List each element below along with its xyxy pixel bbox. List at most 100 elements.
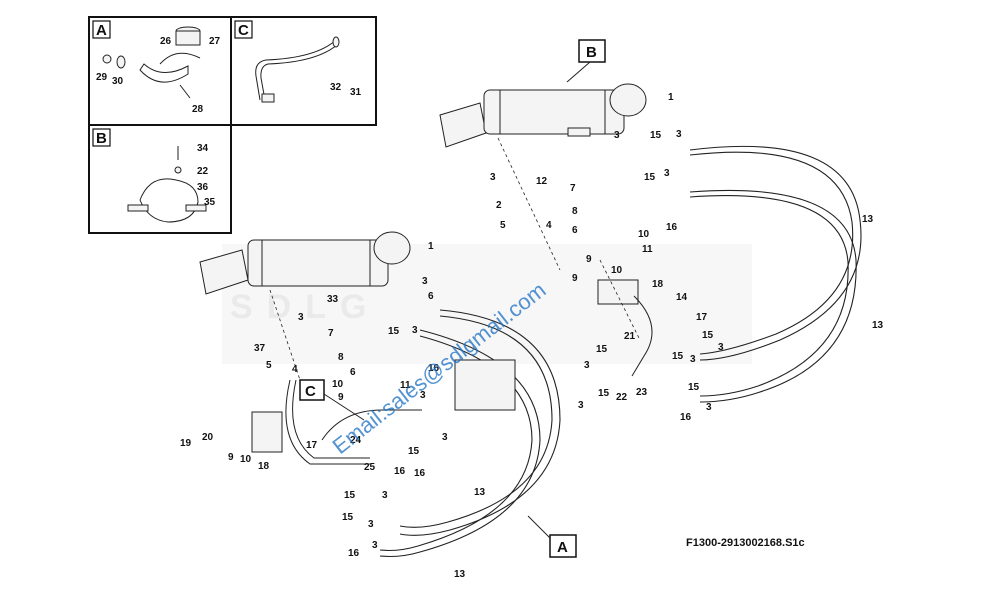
detail-panel-b: B 34 22 36 35 <box>88 124 232 234</box>
callout-a: A <box>557 539 568 556</box>
part-label-5: 5 <box>266 360 272 371</box>
part-label-3: 3 <box>706 402 712 413</box>
part-label-17: 17 <box>306 440 318 451</box>
part-label-13: 13 <box>454 569 466 580</box>
sdlg-watermark: SDLG <box>230 288 380 326</box>
part-label-3: 3 <box>368 519 374 530</box>
part-label-15: 15 <box>342 512 354 523</box>
drawing-code: F1300-2913002168.S1c <box>686 537 805 549</box>
panel-c-letter: C <box>238 22 249 39</box>
part-label-11: 11 <box>400 380 411 391</box>
part-label-10: 10 <box>638 229 650 240</box>
panel-a-label-26: 26 <box>160 36 172 47</box>
part-label-3: 3 <box>412 325 418 336</box>
upper-cylinder <box>439 83 647 148</box>
part-label-9: 9 <box>586 254 592 265</box>
part-label-16: 16 <box>414 468 426 479</box>
part-label-3: 3 <box>676 129 682 140</box>
part-label-10: 10 <box>611 265 623 276</box>
part-label-21: 21 <box>624 331 636 342</box>
panel-b-letter: B <box>96 130 107 147</box>
part-label-1: 1 <box>428 241 434 252</box>
part-label-1: 1 <box>668 92 674 103</box>
part-label-24: 24 <box>350 435 362 446</box>
part-label-15: 15 <box>644 172 656 183</box>
panel-c-label-32: 32 <box>330 82 342 93</box>
lower-cylinder <box>199 231 411 295</box>
part-label-3: 3 <box>664 168 670 179</box>
part-label-15: 15 <box>596 344 608 355</box>
part-label-15: 15 <box>388 326 400 337</box>
part-label-16: 16 <box>428 363 440 374</box>
part-label-3: 3 <box>442 432 448 443</box>
part-label-6: 6 <box>350 367 356 378</box>
part-label-13: 13 <box>872 320 884 331</box>
part-label-18: 18 <box>652 279 664 290</box>
panel-a-label-30: 30 <box>112 76 124 87</box>
part-label-23: 23 <box>636 387 648 398</box>
part-label-16: 16 <box>680 412 692 423</box>
lower-piping <box>251 279 653 465</box>
part-label-16: 16 <box>348 548 360 559</box>
part-label-3: 3 <box>420 390 426 401</box>
part-label-3: 3 <box>614 130 620 141</box>
part-label-9: 9 <box>572 273 578 284</box>
detail-panel-a: A 26 27 29 30 28 <box>88 16 232 126</box>
part-label-6: 6 <box>572 225 578 236</box>
part-label-15: 15 <box>344 490 356 501</box>
part-label-3: 3 <box>490 172 496 183</box>
part-label-16: 16 <box>394 466 406 477</box>
part-label-7: 7 <box>328 328 334 339</box>
part-label-8: 8 <box>338 352 344 363</box>
part-label-2: 2 <box>496 200 502 211</box>
part-label-9: 9 <box>338 392 344 403</box>
part-label-20: 20 <box>202 432 214 443</box>
part-label-3: 3 <box>372 540 378 551</box>
callout-b: B <box>586 44 597 61</box>
panel-a-label-27: 27 <box>209 36 221 47</box>
detail-panel-c: C 32 31 <box>230 16 377 126</box>
part-label-17: 17 <box>696 312 708 323</box>
part-label-16: 16 <box>666 222 678 233</box>
part-label-15: 15 <box>650 130 662 141</box>
panel-b-label-22: 22 <box>197 166 209 177</box>
part-label-15: 15 <box>598 388 610 399</box>
panel-a-label-29: 29 <box>96 72 108 83</box>
panel-b-label-36: 36 <box>197 182 209 193</box>
part-label-15: 15 <box>408 446 420 457</box>
part-label-10: 10 <box>332 379 344 390</box>
part-label-3: 3 <box>690 354 696 365</box>
part-label-15: 15 <box>672 351 684 362</box>
part-label-14: 14 <box>676 292 688 303</box>
part-label-15: 15 <box>688 382 700 393</box>
part-label-6: 6 <box>428 291 434 302</box>
part-label-12: 12 <box>536 176 548 187</box>
panel-b-label-35: 35 <box>204 197 216 208</box>
part-label-3: 3 <box>718 342 724 353</box>
part-label-3: 3 <box>584 360 590 371</box>
part-label-13: 13 <box>862 214 874 225</box>
panel-c-label-31: 31 <box>350 87 362 98</box>
part-label-18: 18 <box>258 461 270 472</box>
part-label-25: 25 <box>364 462 376 473</box>
part-label-3: 3 <box>382 490 388 501</box>
part-label-4: 4 <box>292 364 298 375</box>
part-label-19: 19 <box>180 438 192 449</box>
part-label-33: 33 <box>327 294 339 305</box>
part-label-37: 37 <box>254 343 266 354</box>
part-label-13: 13 <box>474 487 486 498</box>
part-label-9: 9 <box>228 452 234 463</box>
callout-c: C <box>305 383 316 400</box>
part-label-15: 15 <box>702 330 714 341</box>
part-label-7: 7 <box>570 183 576 194</box>
part-label-22: 22 <box>616 392 628 403</box>
part-label-3: 3 <box>298 312 304 323</box>
panel-a-letter: A <box>96 22 107 39</box>
panel-a-label-28: 28 <box>192 104 204 115</box>
part-label-10: 10 <box>240 454 252 465</box>
panel-b-label-34: 34 <box>197 143 209 154</box>
part-label-5: 5 <box>500 220 506 231</box>
part-label-8: 8 <box>572 206 578 217</box>
